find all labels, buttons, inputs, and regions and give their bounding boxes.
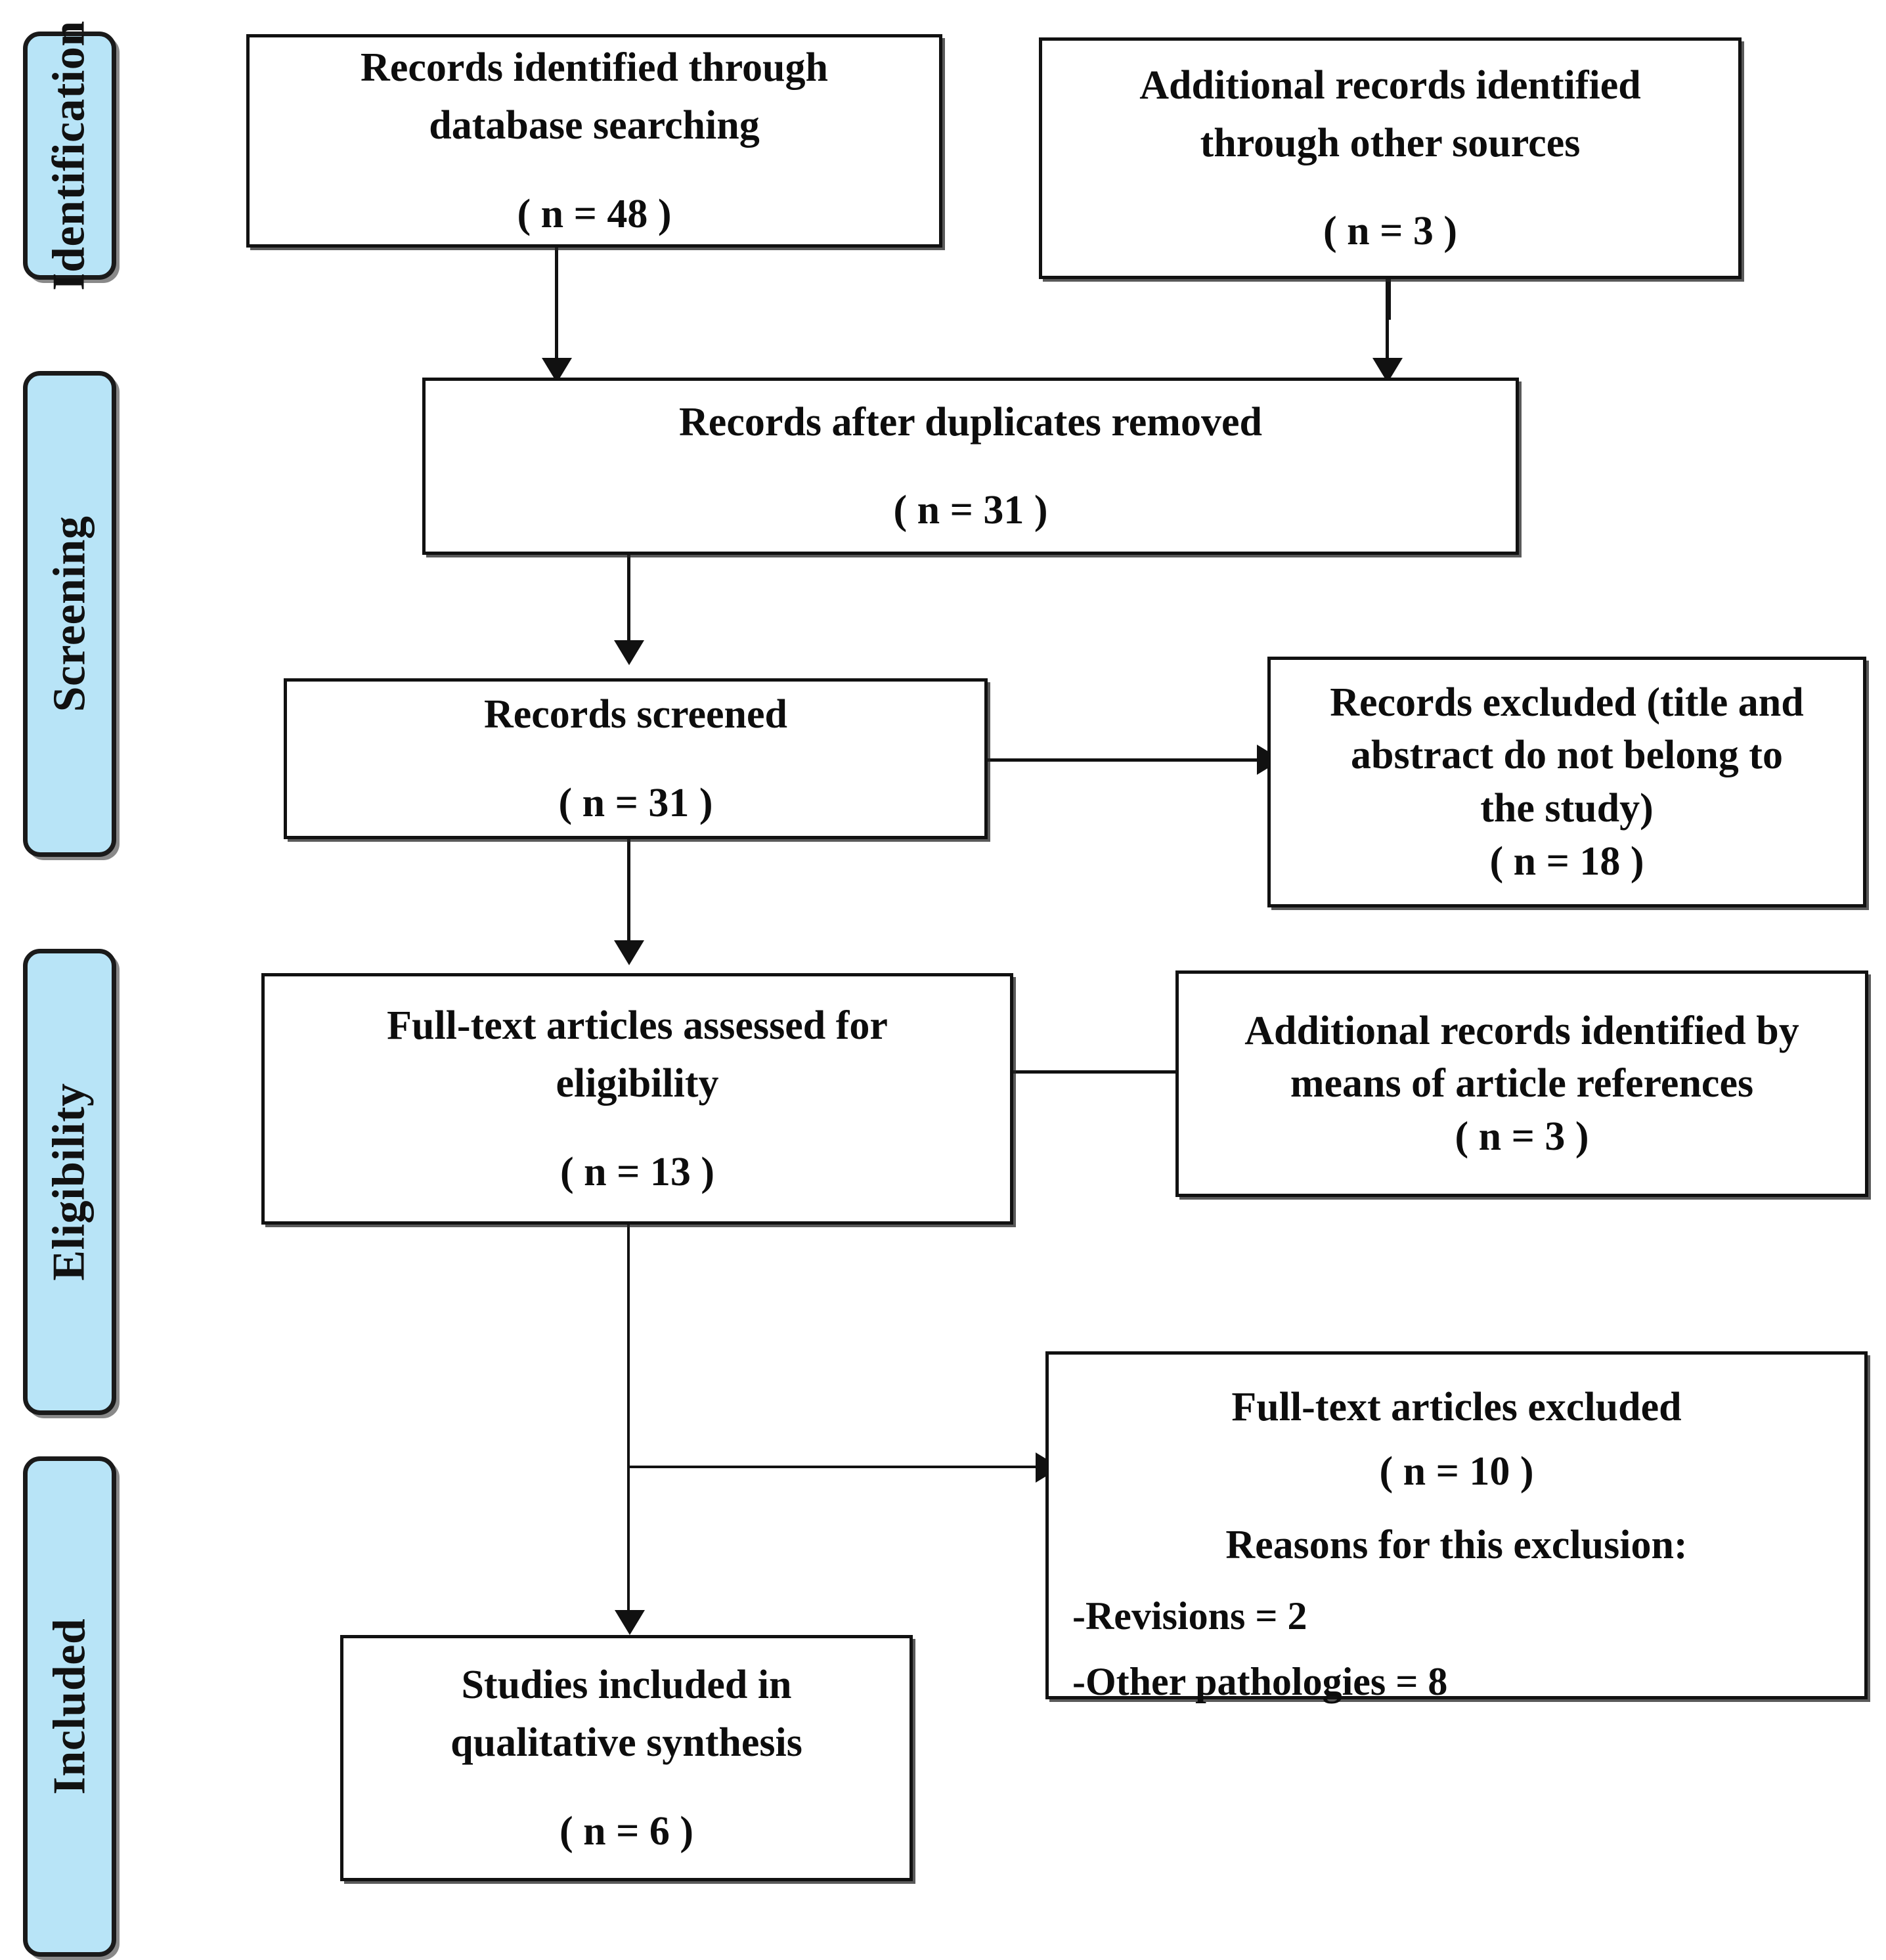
box-reason-item: -Other pathologies = 8 [1072, 1660, 1448, 1704]
box-line: Records excluded (title and [1330, 680, 1804, 725]
stage-label-text: Eligibility [44, 1083, 95, 1281]
box-line: Full-text articles assessed for [387, 1003, 888, 1049]
box-line: abstract do not belong to [1351, 733, 1783, 778]
box-line: eligibility [556, 1061, 719, 1106]
stage-label-text: Screening [44, 515, 95, 712]
box-count: ( n = 48 ) [517, 191, 672, 236]
box-reasons-header: Reasons for this exclusion: [1225, 1523, 1688, 1568]
box-count: ( n = 3 ) [1455, 1114, 1589, 1159]
box-count: ( n = 31 ) [558, 780, 713, 825]
box-count: ( n = 13 ) [559, 1149, 715, 1194]
box-records-identified-database: Records identified through database sear… [246, 34, 942, 248]
box-line: Records identified through [361, 45, 828, 91]
box-records-screened: Records screened ( n = 31 ) [284, 678, 988, 839]
box-line: qualitative synthesis [450, 1720, 802, 1766]
box-records-excluded: Records excluded (title and abstract do … [1267, 657, 1866, 907]
box-line: Full-text articles excluded [1231, 1385, 1682, 1429]
box-line: database searching [429, 103, 760, 148]
stage-label-text: Included [44, 1618, 95, 1795]
connector-fulltext-to-references [1011, 1070, 1195, 1074]
box-records-after-duplicates-removed: Records after duplicates removed ( n = 3… [422, 378, 1519, 555]
box-line: Records after duplicates removed [679, 399, 1262, 445]
box-studies-included: Studies included in qualitative synthesi… [340, 1635, 913, 1881]
box-line: Studies included in [461, 1663, 792, 1708]
stage-label-included: Included [23, 1456, 116, 1957]
connector-screened-to-fulltext [627, 837, 630, 952]
box-count: ( n = 6 ) [559, 1808, 694, 1854]
arrowhead-duplicates-to-screened [614, 640, 644, 665]
box-reason-item: -Revisions = 2 [1072, 1594, 1307, 1638]
box-line: the study) [1480, 786, 1654, 831]
stage-label-identification: Identification [23, 20, 116, 291]
box-additional-records-other-sources: Additional records identified through ot… [1039, 37, 1742, 279]
connector-other-sources-vertical-a [1388, 279, 1391, 320]
box-line: means of article references [1290, 1061, 1754, 1106]
box-additional-records-article-references: Additional records identified by means o… [1175, 970, 1868, 1197]
connector-fulltext-trunk [627, 1225, 630, 1628]
arrowhead-fulltext-to-included [615, 1610, 645, 1635]
box-count: ( n = 18 ) [1489, 838, 1644, 884]
connector-duplicates-to-screened [627, 555, 630, 650]
box-fulltext-articles-assessed: Full-text articles assessed for eligibil… [261, 973, 1013, 1225]
connector-fulltext-to-excluded [627, 1466, 1047, 1468]
box-count: ( n = 3 ) [1323, 209, 1458, 254]
stage-label-screening: Screening [23, 371, 116, 857]
box-line: Additional records identified [1139, 62, 1641, 108]
stage-label-eligibility: Eligibility [23, 949, 116, 1415]
connector-database-to-duplicates [555, 246, 558, 368]
stage-label-text: Identification [44, 20, 95, 291]
box-fulltext-articles-excluded: Full-text articles excluded ( n = 10 ) R… [1045, 1351, 1868, 1703]
box-line: Records screened [483, 692, 787, 737]
box-line: Additional records identified by [1244, 1008, 1799, 1053]
box-count: ( n = 10 ) [1379, 1449, 1534, 1494]
connector-other-sources-vertical-b [1386, 279, 1389, 384]
box-count: ( n = 31 ) [893, 488, 1048, 533]
arrowhead-screened-to-fulltext [614, 940, 644, 965]
box-line: through other sources [1200, 120, 1581, 165]
connector-screened-to-excluded [985, 758, 1269, 762]
